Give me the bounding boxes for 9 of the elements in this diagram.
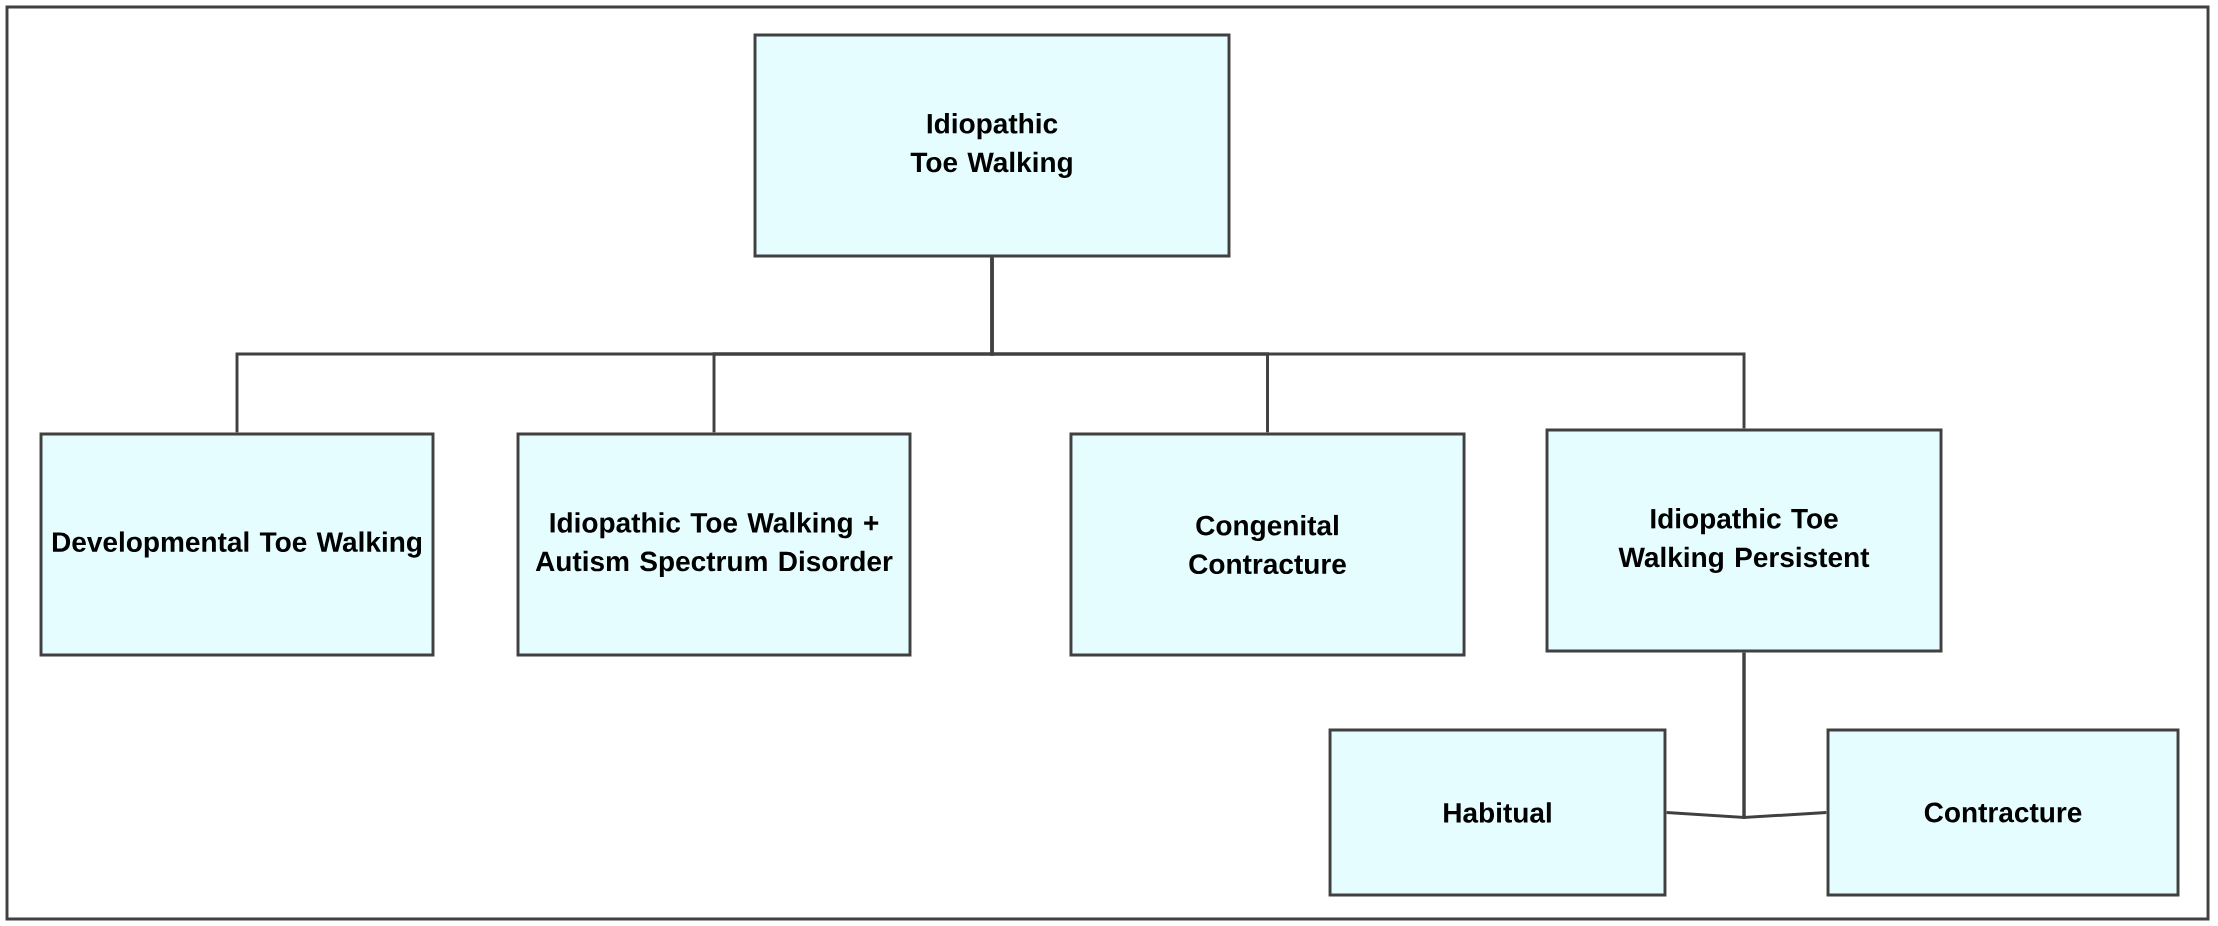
category-box: Idiopathic Toe Walking [753,33,1231,258]
connector-line [990,257,1746,429]
category-box: Idiopathic Toe Walking Persistent [1545,428,1943,653]
category-box: Contracture [1826,728,2180,897]
category-box: Habitual [1328,728,1667,897]
category-box: Developmental Toe Walking [39,432,435,657]
category-box: Congenital Contracture [1069,432,1466,657]
connector-line [1742,652,1827,820]
category-box: Idiopathic Toe Walking + Autism Spectrum Disorder [516,432,912,657]
